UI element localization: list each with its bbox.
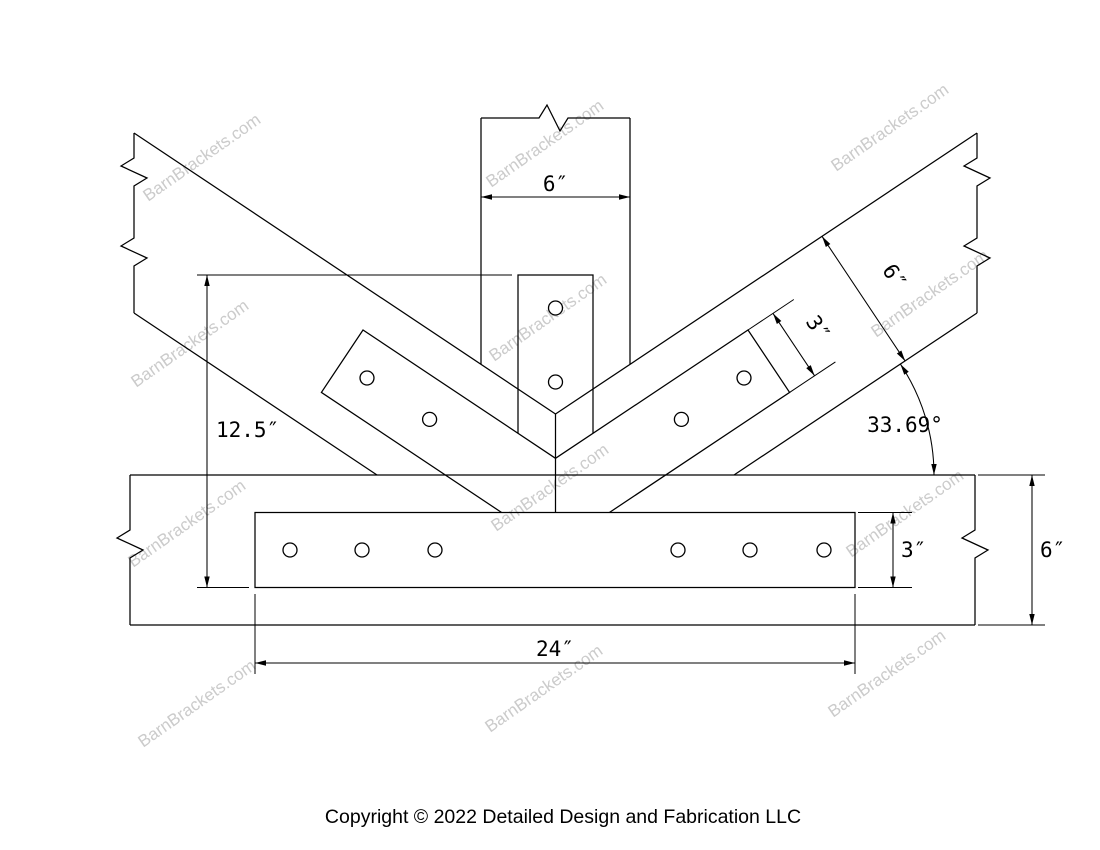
dim-brace-width: 6″	[821, 236, 911, 362]
dim-label-brace-width: 6″	[877, 260, 911, 294]
bolt-hole	[282, 542, 298, 558]
bracket-base-plate	[254, 511, 856, 589]
watermark-text: BarnBrackets.com	[128, 296, 253, 391]
watermark-text: BarnBrackets.com	[125, 476, 250, 571]
dim-label-brace-plate-width: 3″	[801, 311, 835, 345]
bolt-hole	[742, 542, 758, 558]
bolt-hole	[547, 300, 564, 316]
dim-line	[821, 236, 906, 362]
right-brace-bottom-edge	[733, 312, 978, 476]
watermark-text: BarnBrackets.com	[135, 656, 260, 751]
right-brace-break-line	[962, 133, 992, 313]
dim-post-width: 6″	[481, 172, 630, 200]
bracket-vertical-leg	[517, 274, 594, 434]
dim-label-bracket-height: 12.5″	[216, 418, 279, 442]
beam-right-break-line	[960, 475, 990, 625]
watermark-text: BarnBrackets.com	[825, 626, 950, 721]
bottom-beam	[115, 414, 990, 626]
watermark-text: BarnBrackets.com	[486, 270, 611, 365]
dim-brace-angle: 33.69°	[867, 363, 943, 476]
bolt-hole	[547, 374, 564, 390]
dim-brace-plate-width: 3″	[747, 299, 836, 393]
bolt-hole	[359, 370, 375, 386]
bolt-hole	[670, 542, 686, 558]
bracket-right-leg	[555, 329, 791, 514]
bracket-left-leg	[320, 329, 556, 514]
vertical-post	[480, 103, 631, 365]
left-brace	[119, 132, 556, 476]
dim-label-plate-height: 3″	[901, 538, 926, 562]
dim-label-post-width: 6″	[543, 172, 568, 196]
watermark-text: BarnBrackets.com	[828, 80, 953, 175]
bracket-bolt-holes	[282, 300, 832, 558]
left-brace-break-line	[119, 133, 149, 313]
extension-line	[747, 299, 795, 331]
dim-plate-height: 3″	[858, 512, 926, 588]
angle-arc	[899, 363, 937, 476]
dim-plate-length: 24″	[254, 594, 856, 674]
dim-line	[772, 313, 816, 377]
dim-bracket-height: 12.5″	[197, 274, 512, 588]
dim-label-plate-length: 24″	[536, 637, 574, 661]
watermark-text: BarnBrackets.com	[140, 110, 265, 205]
dim-label-beam-height: 6″	[1040, 538, 1065, 562]
watermark-text: BarnBrackets.com	[868, 246, 993, 341]
left-brace-top-edge	[133, 132, 556, 415]
beam-left-break-line	[115, 475, 145, 625]
steel-bracket	[254, 274, 856, 589]
bolt-hole	[427, 542, 443, 558]
extension-line	[789, 361, 836, 393]
bolt-hole	[354, 542, 370, 558]
dim-beam-height: 6″	[978, 474, 1065, 626]
bolt-hole	[673, 411, 690, 428]
right-brace	[555, 132, 992, 476]
bolt-hole	[736, 370, 752, 386]
dim-label-angle: 33.69°	[867, 413, 943, 437]
bolt-hole	[421, 411, 438, 428]
right-brace-top-edge	[555, 132, 978, 415]
bolt-hole	[816, 542, 832, 558]
post-top-break-line	[481, 103, 630, 133]
copyright-text: Copyright © 2022 Detailed Design and Fab…	[325, 806, 801, 828]
left-brace-bottom-edge	[133, 312, 378, 476]
